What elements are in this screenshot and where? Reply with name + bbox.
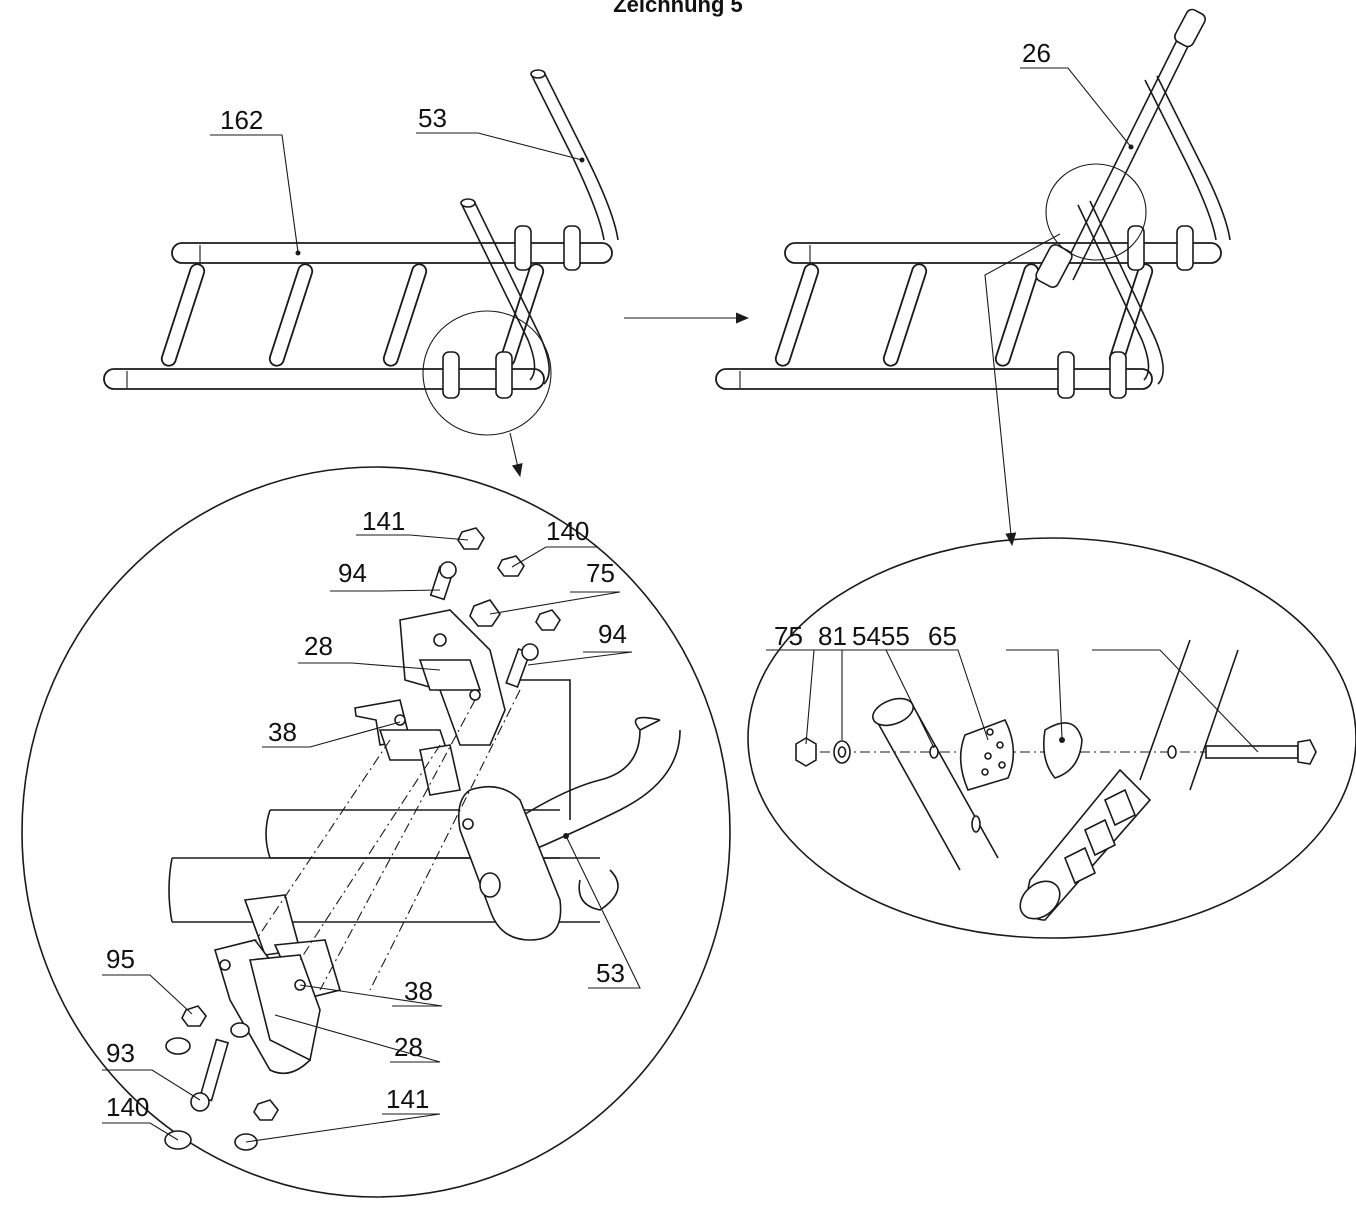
upper-rail-left [171, 242, 613, 264]
label-162: 162 [220, 105, 263, 135]
handgrip-26 [1059, 17, 1189, 276]
label-141-bottom: 141 [386, 1084, 429, 1114]
tube-5455 [873, 703, 999, 871]
part-labels: 162 53 26 141 140 94 75 94 28 38 95 38 5… [106, 38, 1051, 1122]
label-94-b: 94 [598, 619, 627, 649]
detail-circle-right [1045, 163, 1147, 261]
label-28-b: 28 [394, 1032, 423, 1062]
detail-circle-left [422, 310, 552, 436]
handrail-53-lower [461, 204, 536, 381]
leader-lines [102, 67, 1259, 1143]
label-93: 93 [106, 1038, 135, 1068]
lower-rail-left [103, 368, 545, 390]
label-53-bottom: 53 [596, 958, 625, 988]
label-95: 95 [106, 944, 135, 974]
label-38-a: 38 [268, 717, 297, 747]
label-141-top: 141 [362, 506, 405, 536]
label-81: 81 [818, 621, 847, 651]
clamps-left [442, 225, 581, 399]
label-140-bottom: 140 [106, 1092, 149, 1122]
ladder-assembly-left [103, 69, 619, 478]
clamps-right [1057, 225, 1194, 399]
label-5455: 5455 [852, 621, 910, 651]
ladder-rungs-right [774, 263, 1154, 367]
label-26: 26 [1022, 38, 1051, 68]
nut-141-top [457, 527, 485, 550]
label-75-detail: 75 [586, 558, 615, 588]
ladder-assembly-right [715, 8, 1231, 547]
label-94-a: 94 [338, 558, 367, 588]
label-38-b: 38 [404, 976, 433, 1006]
drawing-title: Zeichnung 5 [613, 0, 743, 17]
ladder-rungs-left [160, 263, 545, 367]
label-53-top: 53 [418, 103, 447, 133]
detail-view-clamp [21, 466, 731, 1198]
label-75-handgrip: 75 [774, 621, 803, 651]
detail-view-handgrip [747, 537, 1356, 939]
nut-95 [181, 1005, 207, 1027]
handrail-53-upper [531, 75, 605, 241]
label-28-a: 28 [304, 631, 333, 661]
bolt-handgrip [1205, 745, 1299, 759]
label-140-top: 140 [546, 516, 589, 546]
label-65: 65 [928, 621, 957, 651]
washer-140-top [497, 555, 525, 577]
clamp-shell [1042, 722, 1083, 779]
nut-75-detail [469, 599, 501, 627]
